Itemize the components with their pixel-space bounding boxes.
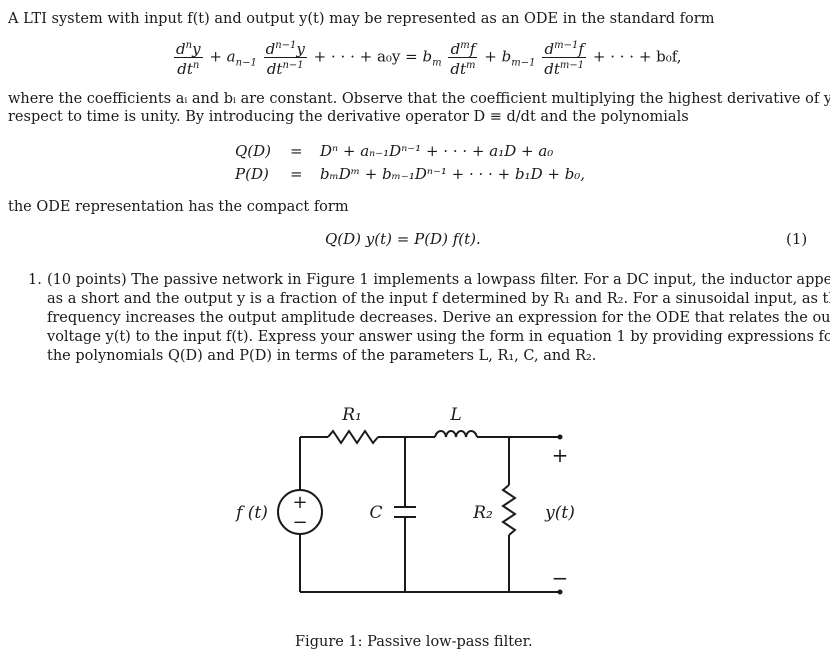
compact-equation: Q(D) y(t) = P(D) f(t).	[325, 230, 481, 248]
label-c: C	[369, 503, 382, 523]
output-plus-sign: +	[552, 443, 569, 467]
problem-number: 1.	[28, 272, 42, 288]
intro-line-1: A LTI system with input f(t) and output …	[8, 11, 715, 27]
problem-line-1: (10 points) The passive network in Figur…	[47, 272, 830, 288]
p-lhs: P(D)	[235, 165, 269, 183]
label-l: L	[449, 405, 461, 425]
q-rhs: Dⁿ + aₙ₋₁Dⁿ⁻¹ + · · · + a₁D + a₀	[320, 142, 554, 160]
problem-line-4: voltage y(t) to the input f(t). Express …	[47, 329, 830, 345]
figure-caption: Figure 1: Passive low-pass filter.	[295, 634, 533, 650]
output-minus-sign: −	[552, 566, 569, 590]
equation-number: (1)	[786, 230, 808, 248]
intro-line-4: the ODE representation has the compact f…	[8, 199, 349, 215]
ode-tail-rhs: + · · · + b₀f,	[592, 47, 682, 66]
intro-line-2: where the coefficients aᵢ and bᵢ are con…	[8, 91, 830, 107]
q-lhs: Q(D)	[235, 142, 272, 160]
problem-line-3: frequency increases the output amplitude…	[47, 310, 830, 326]
q-eq-sign: =	[290, 142, 303, 160]
label-output: y(t)	[544, 503, 575, 523]
source-plus-sign: +	[292, 492, 307, 513]
inductor-l	[434, 430, 478, 438]
resistor-r2	[501, 484, 517, 536]
output-terminal-bottom	[557, 589, 563, 595]
label-source: f (t)	[234, 503, 268, 523]
resistor-r1	[327, 429, 379, 445]
label-r2: R₂	[472, 503, 493, 523]
output-terminal-top	[557, 434, 563, 440]
problem-line-5: the polynomials Q(D) and P(D) in terms o…	[47, 348, 597, 364]
source-minus-sign: −	[292, 512, 307, 533]
ode-tail-lhs: + · · · + a₀y =	[313, 47, 418, 66]
label-r1: R₁	[341, 405, 362, 425]
intro-line-3: respect to time is unity. By introducing…	[8, 109, 689, 125]
p-eq-sign: =	[290, 165, 303, 183]
problem-line-2: as a short and the output y is a fractio…	[47, 291, 830, 307]
p-rhs: bₘDᵐ + bₘ₋₁Dⁿ⁻¹ + · · · + b₁D + b₀,	[320, 165, 586, 183]
